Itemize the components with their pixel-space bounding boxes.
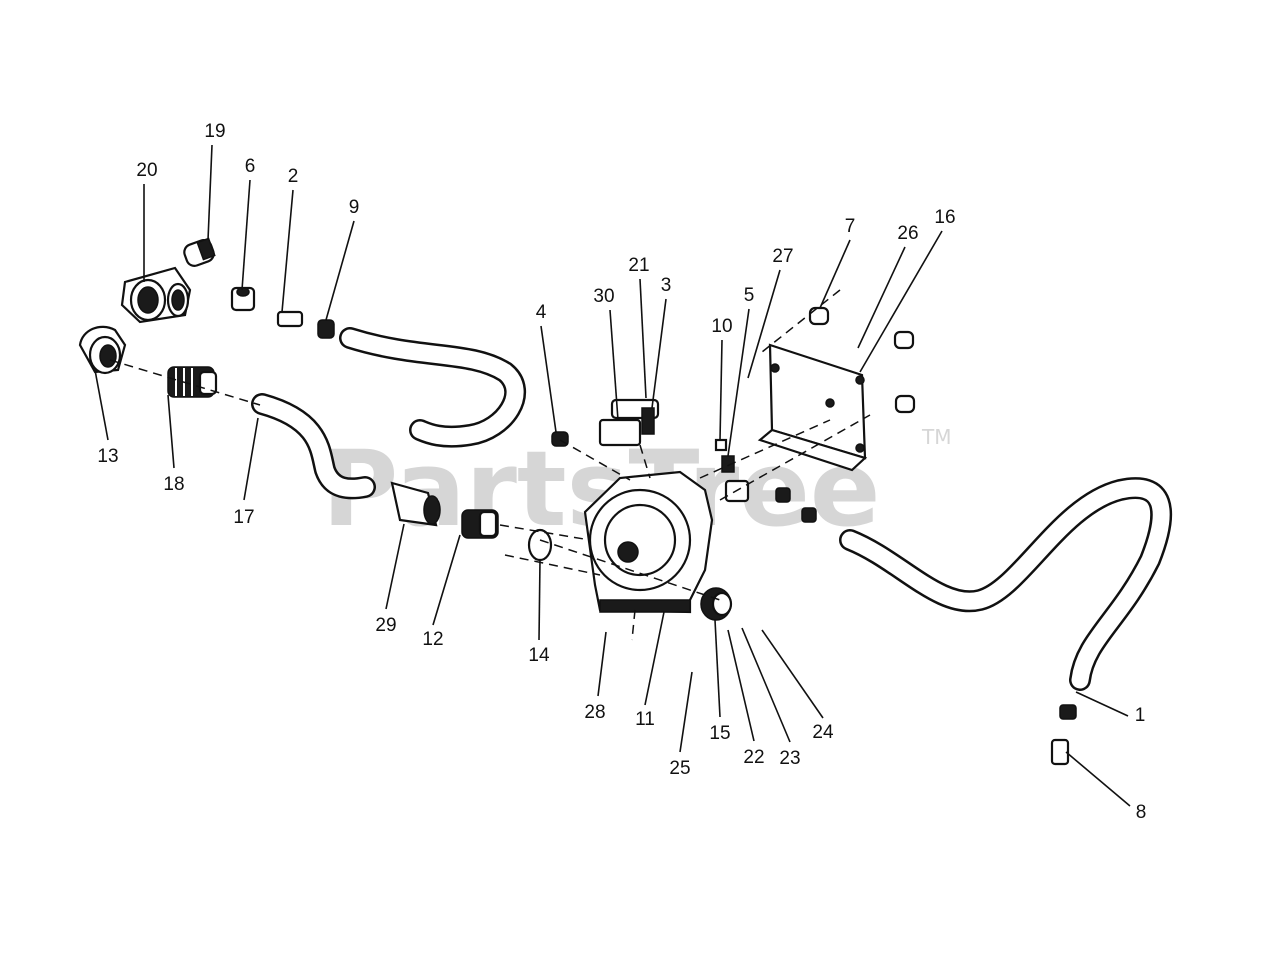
isolator-bottom — [894, 394, 916, 414]
hose-clamp-right — [775, 487, 791, 503]
upper-hose — [339, 327, 527, 448]
hose-barb — [276, 310, 304, 328]
pump-body — [583, 470, 714, 614]
callout-8: 8 — [1136, 802, 1147, 823]
callout-27: 27 — [772, 246, 793, 267]
pump-cap — [700, 587, 733, 621]
watermark-trademark: TM — [921, 425, 951, 449]
callout-4: 4 — [536, 302, 547, 323]
elbow — [78, 325, 127, 375]
leader-lines — [94, 144, 1131, 807]
callout-26: 26 — [897, 223, 918, 244]
callout-22: 22 — [743, 747, 764, 768]
plug — [183, 237, 216, 267]
valve-assembly — [598, 398, 660, 447]
end-fitting — [1050, 738, 1070, 766]
callout-12: 12 — [422, 629, 443, 650]
threaded-nipple — [167, 366, 218, 398]
callout-2: 2 — [288, 166, 299, 187]
lower-hose — [251, 393, 376, 500]
callout-30: 30 — [593, 286, 614, 307]
callout-5: 5 — [744, 285, 755, 306]
callout-11: 11 — [635, 709, 655, 730]
isolator-top — [808, 306, 830, 326]
fitting-10 — [714, 438, 728, 452]
assembly-lines — [109, 289, 871, 641]
callout-10: 10 — [711, 316, 732, 337]
callout-23: 23 — [779, 748, 800, 769]
hose-clamp-bottom — [1059, 704, 1077, 720]
callout-19: 19 — [204, 121, 225, 142]
callout-20: 20 — [136, 160, 157, 181]
callout-28: 28 — [584, 702, 605, 723]
hose-clamp-upper — [317, 319, 335, 339]
cross-fitting — [120, 266, 192, 324]
callout-16: 16 — [934, 207, 955, 228]
tee-fitting — [230, 286, 256, 312]
o-ring — [527, 528, 553, 562]
callout-15: 15 — [709, 723, 730, 744]
hose-clamp-right-2 — [801, 507, 817, 523]
callout-14: 14 — [528, 645, 550, 666]
callout-7: 7 — [845, 216, 856, 237]
callout-3: 3 — [661, 275, 672, 296]
callout-21: 21 — [628, 255, 649, 276]
callout-25: 25 — [669, 758, 690, 779]
callout-9: 9 — [349, 197, 360, 218]
callout-1: 1 — [1135, 705, 1146, 726]
long-hose — [839, 477, 1173, 691]
isolator-middle — [893, 330, 915, 350]
callout-18: 18 — [163, 474, 184, 495]
callout-17: 17 — [233, 507, 254, 528]
callout-13: 13 — [97, 446, 118, 467]
coupler — [390, 481, 441, 527]
callout-24: 24 — [812, 722, 834, 743]
callout-6: 6 — [245, 156, 256, 177]
pump-nipple — [461, 509, 499, 539]
callout-29: 29 — [375, 615, 396, 636]
